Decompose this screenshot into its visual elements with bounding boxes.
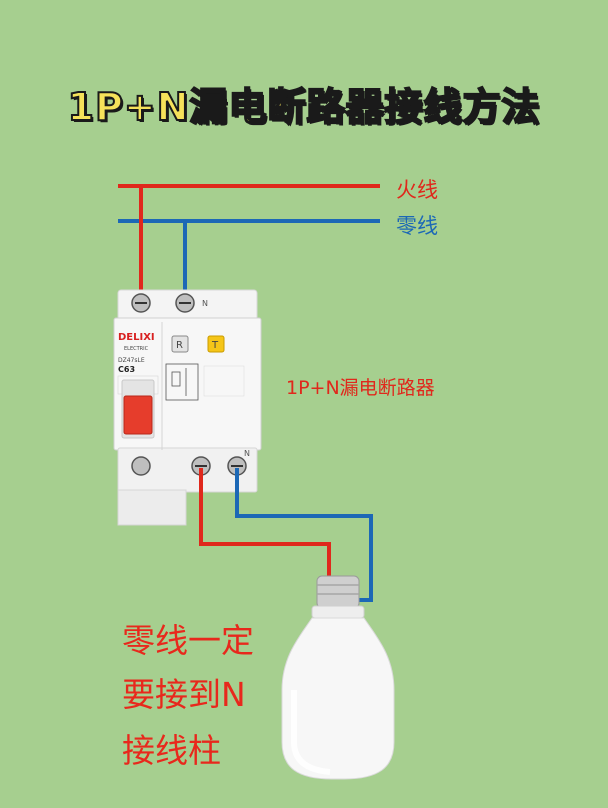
terminal-n-top-label: N bbox=[202, 299, 208, 308]
brand-logo: DELIXI bbox=[118, 332, 155, 343]
light-bulb bbox=[281, 575, 395, 780]
neutral-output-wire bbox=[235, 468, 373, 602]
breaker-label: 1P+N漏电断路器 bbox=[286, 377, 435, 399]
test-button[interactable] bbox=[207, 335, 225, 353]
terminal-n-bottom-label: N bbox=[244, 449, 250, 458]
neutral-wire-label: 零线 bbox=[396, 214, 438, 238]
live-wire-label: 火线 bbox=[396, 178, 438, 202]
rating-text: C63 bbox=[118, 365, 135, 374]
brand-subtitle: ELECTRIC bbox=[124, 346, 149, 352]
leakage-breaker: N DELIXI ELECTRIC DZ47sLE C63 R T bbox=[113, 289, 262, 526]
live-output-wire bbox=[199, 468, 331, 588]
reset-button-label: R bbox=[176, 340, 183, 351]
reset-button[interactable] bbox=[171, 335, 189, 353]
test-button-label: T bbox=[211, 340, 219, 351]
note-line-3: 接线柱 bbox=[122, 731, 221, 770]
model-text: DZ47sLE bbox=[118, 357, 145, 364]
note-line-1: 零线一定 bbox=[122, 621, 254, 660]
bottom-left-terminal bbox=[131, 456, 151, 476]
breaker-handle[interactable] bbox=[123, 395, 153, 435]
page-title: 1P+N漏电断路器接线方法 bbox=[67, 84, 541, 130]
note-line-2: 要接到N bbox=[122, 675, 246, 714]
